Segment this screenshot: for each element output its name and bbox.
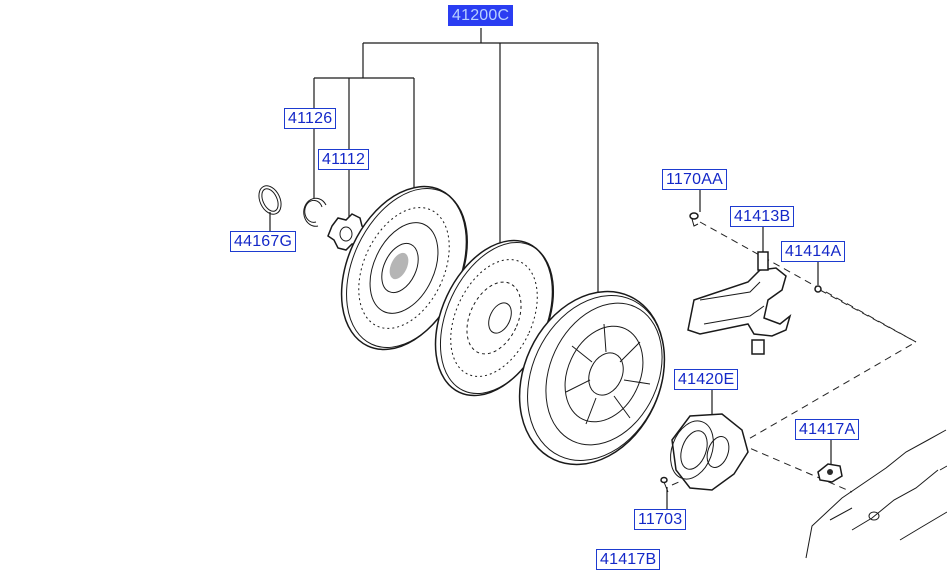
pressure-plate-part: [518, 290, 666, 466]
retaining-ring-part: [303, 197, 327, 227]
callout-1170AA[interactable]: 1170AA: [662, 169, 727, 190]
clutch-disc-1-part: [340, 185, 468, 351]
callout-41413B[interactable]: 41413B: [730, 206, 795, 227]
release-bearing-part: [670, 413, 749, 491]
transmission-housing-part: [805, 429, 947, 559]
bolt-top-part: [689, 212, 699, 227]
parts-diagram-canvas: 41200C 41126 41112 44167G 1170AA 41413B …: [230, 5, 947, 570]
release-fork-part: [687, 251, 792, 355]
bearing-clip-part: [817, 463, 843, 483]
exploded-view-drawing: [258, 28, 947, 559]
callout-41420E[interactable]: 41420E: [674, 369, 739, 390]
callout-44167G[interactable]: 44167G: [230, 231, 297, 252]
callout-41417B[interactable]: 41417B: [596, 549, 661, 570]
callout-41417A[interactable]: 41417A: [795, 419, 860, 440]
clutch-disc-2-part: [434, 239, 555, 397]
bolt-bottom-part: [660, 476, 669, 493]
callout-41200C[interactable]: 41200C: [448, 5, 514, 26]
callout-41414A[interactable]: 41414A: [781, 241, 846, 262]
callout-41126[interactable]: 41126: [284, 108, 337, 129]
callout-11703[interactable]: 11703: [634, 509, 687, 530]
snap-ring-part: [258, 185, 282, 215]
fork-pin-part: [814, 285, 822, 293]
callout-41112[interactable]: 41112: [318, 149, 370, 170]
leader-lines: [269, 28, 832, 510]
